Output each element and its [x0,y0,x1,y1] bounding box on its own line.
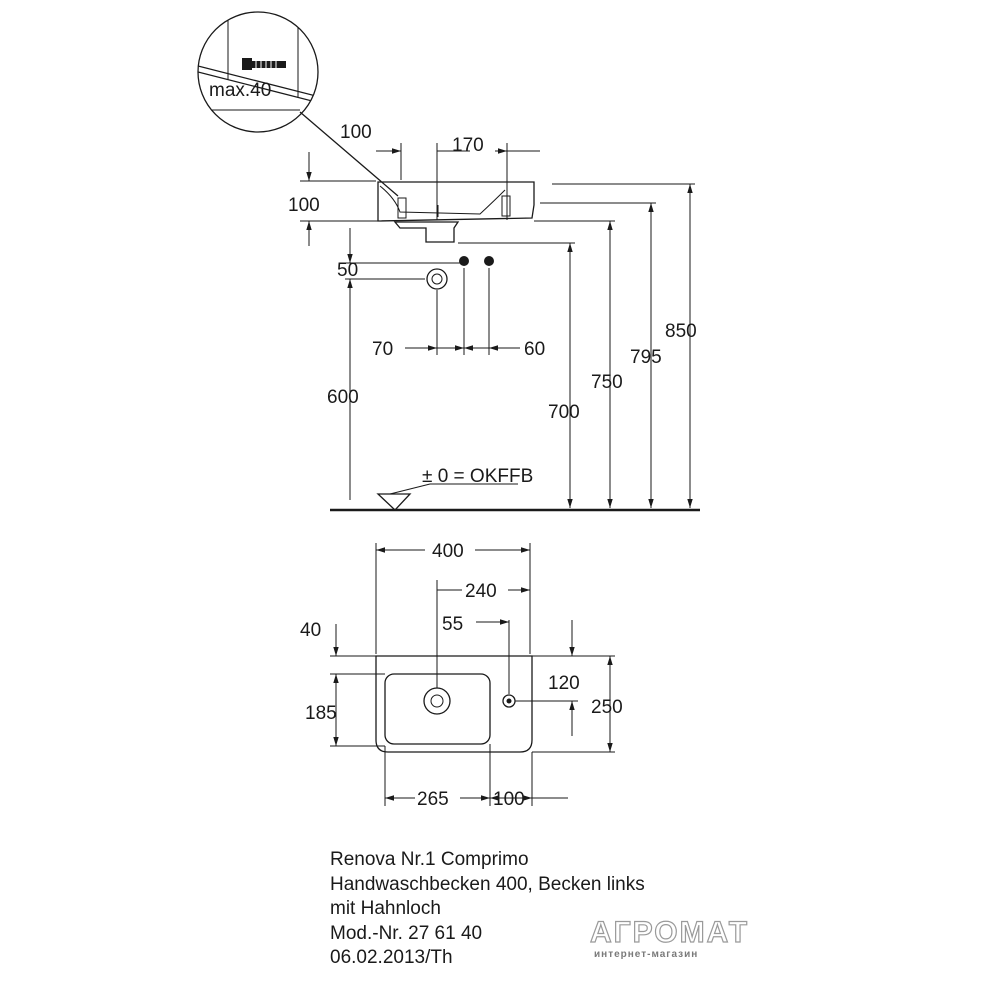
dim-850: 850 [665,321,697,342]
caption-description-2: mit Hahnloch [330,898,441,919]
drain-body [393,221,460,243]
dim-700: 700 [548,402,580,423]
dim-265: 265 [417,789,449,810]
screw-icon [242,58,286,70]
dim-120: 120 [548,673,580,694]
caption-model-number: Mod.-Nr. 27 61 40 [330,922,483,944]
top-view: 400 240 55 40 185 120 250 [300,541,623,810]
dim-795: 795 [630,347,662,368]
watermark-logo: АГРОМАТ интернет-магазин [589,915,770,966]
floor-level-symbol [376,493,412,511]
basin-side-outline [377,181,535,222]
dim-drain-offset: 50 [337,260,358,281]
screw-detail: max.40 [197,11,399,197]
floor-reference-label: ± 0 = OKFFB [422,466,533,487]
dim-top-center: 170 [452,135,484,156]
basin-top-outline [375,655,533,753]
detail-max-label: max.40 [209,80,271,101]
supply-point-left [459,256,469,266]
caption-product-name: Renova Nr.1 Comprimo [330,849,529,870]
dim-55: 55 [442,614,463,635]
dim-185: 185 [305,703,337,724]
watermark-name: АГРОМАТ [589,915,750,949]
dim-tap-offset: 240 [465,581,497,602]
dim-top-left: 100 [340,122,372,143]
caption-description: Handwaschbecken 400, Becken links [330,873,645,895]
dim-250: 250 [591,697,623,718]
dim-100: 100 [493,789,525,810]
dim-supply-left: 70 [372,339,393,360]
drawing-caption: Renova Nr.1 Comprimo Handwaschbecken 400… [330,848,750,971]
drain-outlet [426,268,448,290]
dim-40: 40 [300,620,321,641]
dim-width: 400 [432,541,464,562]
dim-rim-height: 100 [288,195,320,216]
dim-supply-right: 60 [524,339,545,360]
side-view: 100 170 100 50 70 60 600 700 [288,122,700,512]
drain-top [423,687,451,715]
supply-point-right [484,256,494,266]
caption-date: 06.02.2013/Th [330,947,453,968]
dim-drain-height: 600 [327,387,359,408]
dim-750: 750 [591,372,623,393]
watermark-subtitle: интернет-магазин [594,949,699,960]
